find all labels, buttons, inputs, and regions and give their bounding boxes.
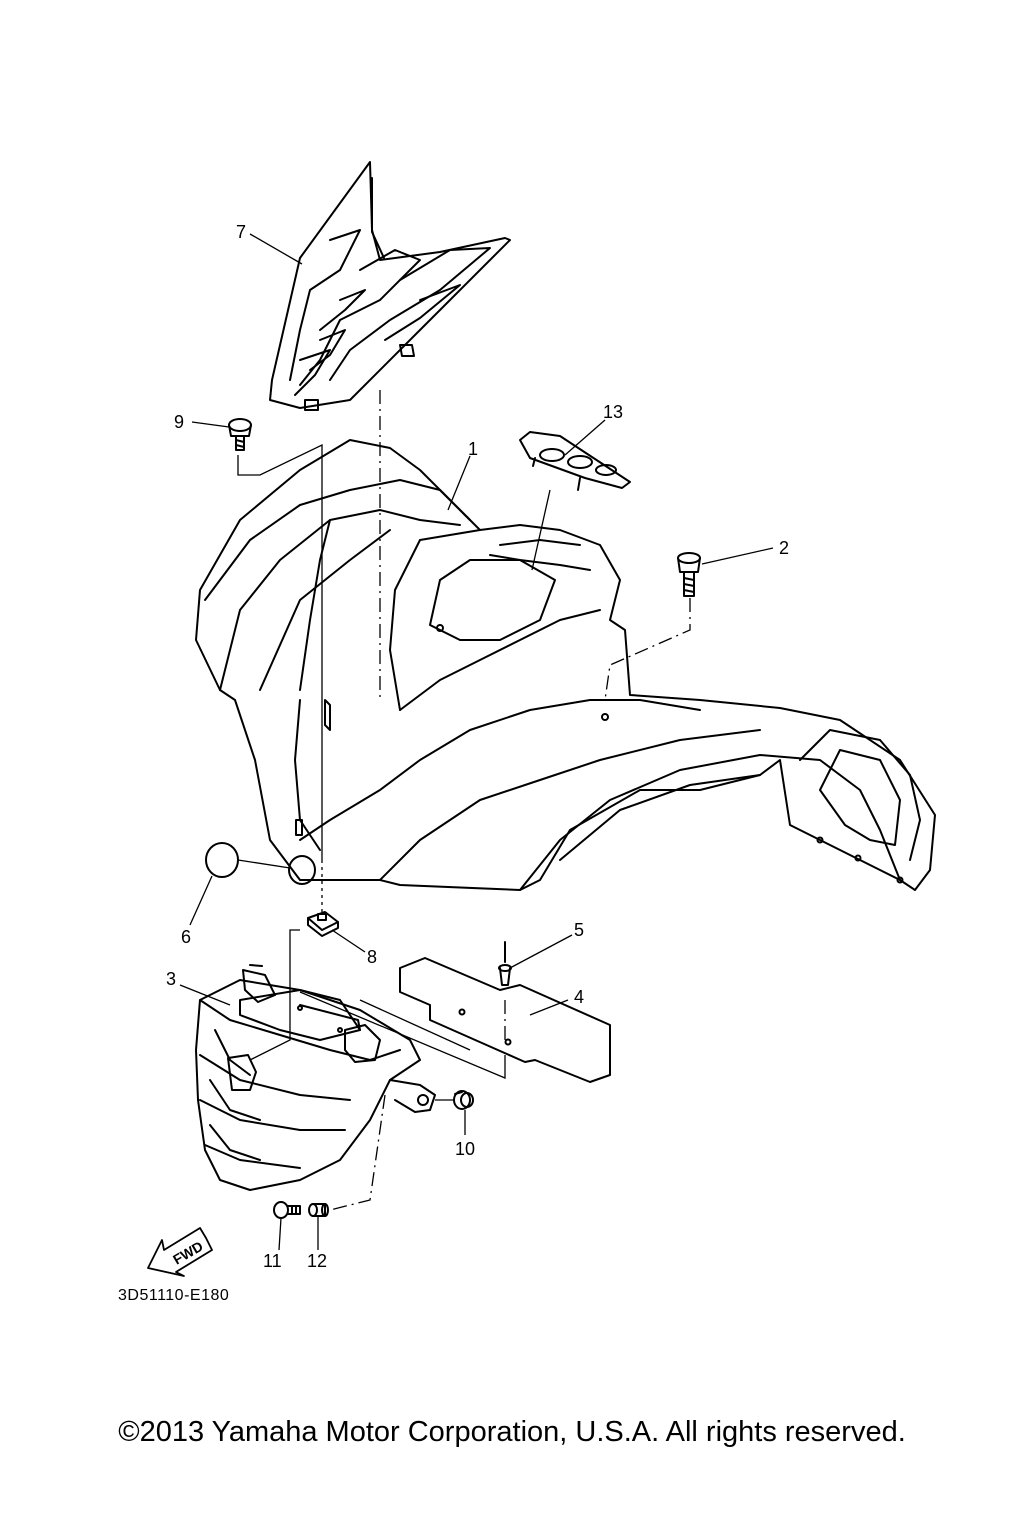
callout-leaders bbox=[179, 233, 774, 1251]
assembly-lines bbox=[237, 390, 691, 1211]
callout-2: 2 bbox=[779, 538, 789, 558]
part-8-clip-nut[interactable] bbox=[307, 911, 339, 937]
drawing-code: 3D51110-E180 bbox=[118, 1287, 229, 1304]
callout-11: 11 bbox=[263, 1251, 282, 1271]
copyright-notice: ©2013 Yamaha Motor Corporation, U.S.A. A… bbox=[118, 1416, 906, 1448]
fwd-arrow-icon: FWD bbox=[147, 1227, 213, 1277]
part-1-front-fender[interactable] bbox=[195, 439, 936, 891]
callout-8: 8 bbox=[367, 947, 377, 967]
part-5-rivet[interactable] bbox=[498, 941, 512, 986]
part-12-collar[interactable] bbox=[308, 1203, 329, 1217]
callout-10: 10 bbox=[455, 1139, 475, 1159]
callout-7: 7 bbox=[236, 222, 246, 242]
callout-12: 12 bbox=[307, 1251, 327, 1271]
part-2-bolt[interactable] bbox=[677, 552, 701, 597]
callout-3: 3 bbox=[166, 969, 176, 989]
callouts: 7 13 1 2 9 6 8 3 5 4 10 11 12 bbox=[166, 222, 789, 1271]
callout-13: 13 bbox=[603, 402, 623, 422]
part-4-plate[interactable] bbox=[399, 957, 611, 1083]
callout-9: 9 bbox=[174, 412, 184, 432]
part-6-cap[interactable] bbox=[205, 842, 239, 878]
callout-6: 6 bbox=[181, 927, 191, 947]
callout-5: 5 bbox=[574, 920, 584, 940]
callout-4: 4 bbox=[574, 987, 584, 1007]
part-7-front-panel[interactable] bbox=[269, 161, 511, 411]
part-11-bolt[interactable] bbox=[273, 1201, 301, 1219]
part-9-screw[interactable] bbox=[228, 418, 252, 451]
part-13-emblem[interactable] bbox=[519, 431, 631, 491]
part-6-cap-in-fender bbox=[288, 855, 316, 885]
part-10-grommet[interactable] bbox=[453, 1090, 474, 1110]
part-3-headlight-housing[interactable] bbox=[195, 964, 436, 1191]
callout-1: 1 bbox=[468, 439, 478, 459]
